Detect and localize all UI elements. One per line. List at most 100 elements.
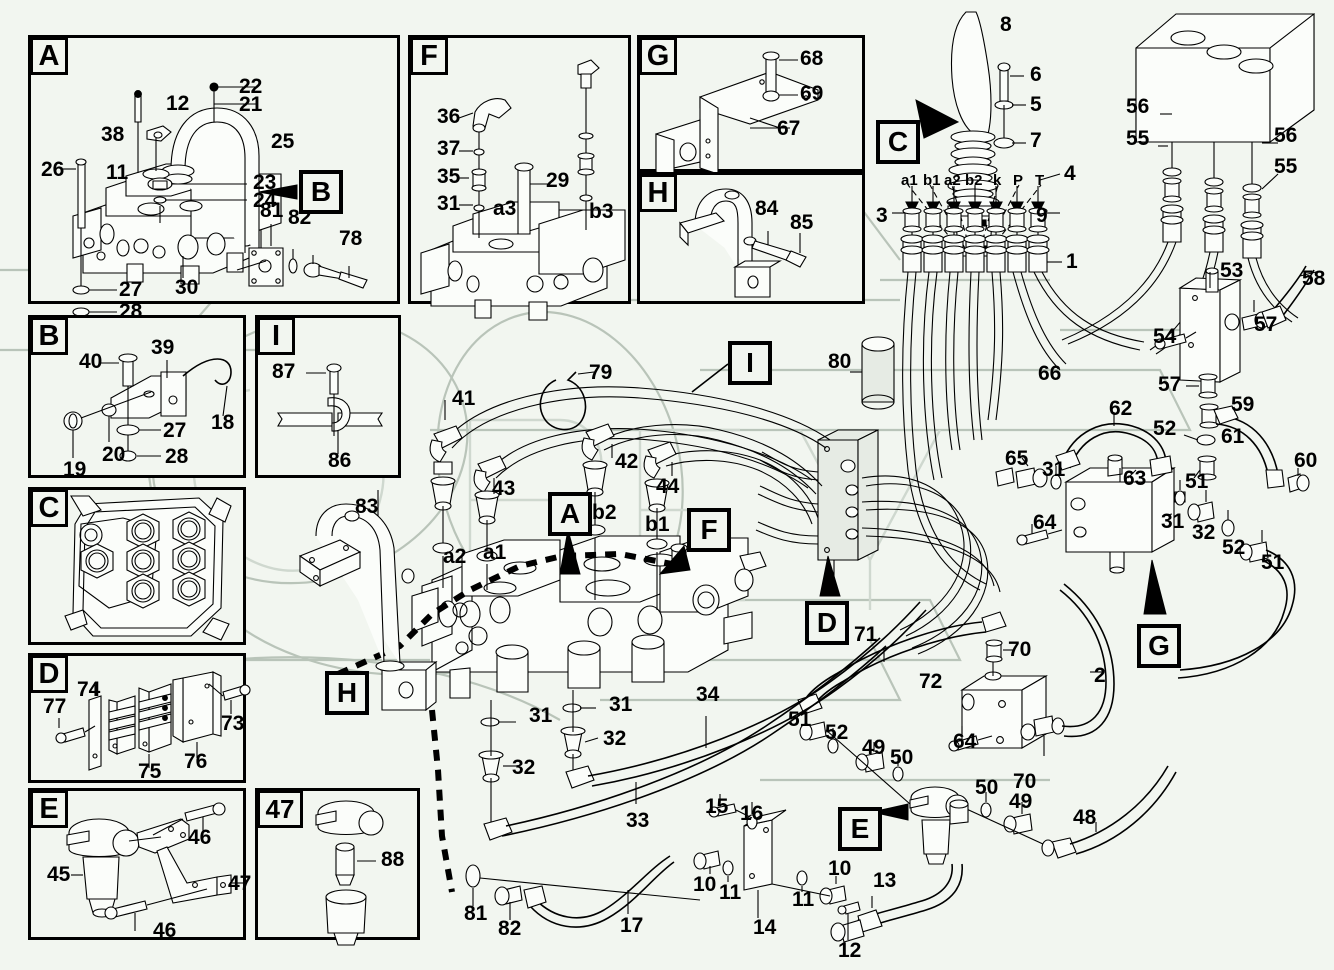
joystick-port-b1: b1 [923, 172, 941, 189]
callout-main-54: 15 [705, 795, 729, 818]
callout-38: 38 [101, 123, 125, 146]
main-ref-i[interactable]: I [728, 341, 772, 385]
callout-1-joy: 1 [1066, 250, 1078, 273]
callout-main-22: 32 [1192, 521, 1216, 544]
callout-11: 11 [106, 161, 129, 184]
callout-main-5: 58 [1302, 267, 1326, 290]
callout-main-44: 50 [890, 746, 914, 769]
callout-86: 86 [328, 449, 352, 472]
main-ref-f[interactable]: F [687, 508, 731, 552]
callout-main-65: 17 [620, 914, 644, 937]
callout-main-20: 64 [1033, 511, 1057, 534]
callout-a3: a3 [493, 197, 517, 220]
callout-23: 23 [253, 171, 277, 194]
callout-main-0: 56 [1126, 95, 1150, 118]
joystick-ref-c[interactable]: C [876, 120, 920, 164]
callout-35: 35 [437, 165, 461, 188]
callout-b3: b3 [589, 200, 614, 223]
panel-i-drawing [276, 363, 384, 454]
callout-27: 27 [119, 278, 143, 301]
panel-b-drawing [63, 353, 232, 462]
callout-27: 27 [163, 419, 187, 442]
panel-a: A [28, 35, 400, 322]
panel-f-tag: F [410, 37, 448, 75]
callout-main-15: 80 [828, 350, 852, 373]
callout-74: 74 [77, 678, 101, 701]
main-ref-e[interactable]: E [838, 807, 882, 851]
callout-31: 31 [437, 192, 461, 215]
port-group [80, 511, 206, 609]
callout-24: 24 [253, 189, 277, 212]
callout-67: 67 [777, 117, 801, 140]
callout-88: 88 [381, 848, 405, 871]
callout-main-62: 12 [838, 939, 862, 962]
callout-main-46: 49 [1009, 790, 1033, 813]
callout-main-4: 53 [1220, 259, 1244, 282]
panel-f: F [408, 35, 631, 321]
callout-3: 3 [876, 204, 888, 227]
panel-h-tag: H [639, 174, 677, 212]
main-ref-h[interactable]: H [325, 671, 369, 715]
callout-main-56: 10 [693, 873, 717, 896]
callout-main-34: 83 [355, 495, 379, 518]
callout-28: 28 [165, 445, 189, 468]
callout-main-2: 56 [1274, 124, 1298, 147]
callout-main-41: 51 [788, 708, 812, 731]
panel-a-tag: A [30, 37, 68, 75]
callout-main-45: 50 [975, 776, 999, 799]
callout-78: 78 [339, 227, 363, 250]
reference-dash-h [336, 550, 673, 677]
callout-28: 28 [119, 300, 143, 323]
panel-g-tag: G [639, 37, 677, 75]
callout-20: 20 [102, 443, 126, 466]
callout-main-42: 52 [825, 721, 849, 744]
callout-5: 5 [1030, 93, 1042, 116]
panel-47: 47 88 [255, 788, 420, 946]
joystick-port-a2: a2 [944, 172, 961, 189]
callout-77: 77 [43, 695, 67, 718]
callout-36: 36 [437, 105, 461, 128]
panel-a-ref-b[interactable]: B [299, 170, 343, 214]
callout-main-52: 34 [696, 683, 720, 706]
callout-main-29: 44 [656, 475, 680, 498]
callout-main-38: 2 [1094, 664, 1106, 687]
joystick-port-b2: b2 [965, 172, 983, 189]
callout-4: 4 [1064, 162, 1076, 185]
panel-i-tag: I [257, 317, 295, 355]
callout-main-8: 57 [1158, 373, 1182, 396]
callout-84: 84 [755, 197, 779, 220]
callout-30: 30 [175, 276, 199, 299]
panel-f-drawing [420, 59, 626, 321]
callout-main-33: a1 [483, 541, 507, 564]
callout-main-28: 42 [615, 450, 639, 473]
callout-main-64: 82 [498, 917, 522, 940]
callout-main-59: 11 [792, 888, 815, 911]
callout-main-48: 31 [529, 704, 553, 727]
callout-75: 75 [138, 760, 162, 783]
main-ref-a[interactable]: A [548, 492, 592, 536]
callout-main-1: 55 [1126, 127, 1150, 150]
callout-7: 7 [1030, 129, 1042, 152]
callout-6: 6 [1030, 63, 1042, 86]
panel-h-drawing [679, 188, 807, 298]
main-ref-g[interactable]: G [1137, 624, 1181, 668]
callout-main-39: 64 [953, 730, 977, 753]
panel-b: B [28, 315, 246, 480]
callout-main-6: 54 [1153, 325, 1177, 348]
callout-main-37: 72 [919, 670, 943, 693]
callout-main-21: 31 [1161, 510, 1185, 533]
joystick-port-p: P [1013, 172, 1024, 189]
panel-c-tag: C [30, 489, 68, 527]
panel-b-tag: B [30, 317, 68, 355]
callout-main-12: 60 [1294, 449, 1318, 472]
callout-main-16: 62 [1109, 397, 1133, 420]
callout-main-17: 65 [1005, 447, 1029, 470]
callout-18: 18 [211, 411, 235, 434]
callout-main-57: 11 [719, 881, 742, 904]
callout-73: 73 [221, 712, 245, 735]
callout-47: 47 [228, 872, 252, 895]
callout-46-top: 46 [188, 826, 212, 849]
main-ref-d[interactable]: D [805, 601, 849, 645]
